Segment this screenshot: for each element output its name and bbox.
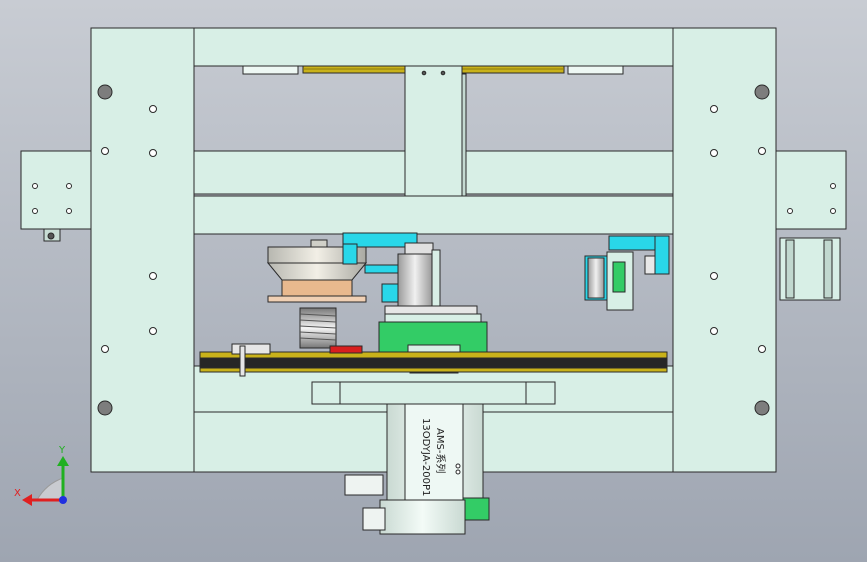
right-mount-bracket[interactable] <box>775 150 847 301</box>
left-mount-bracket[interactable] <box>20 150 92 242</box>
cylinder-brand-label: AMS-系列 <box>434 428 447 473</box>
spring-stack <box>299 307 337 349</box>
center-vertical-post[interactable] <box>404 65 467 197</box>
cylinder-model-label: 13ODYJA-200P1 <box>420 418 431 496</box>
winding-wheel[interactable] <box>266 239 368 349</box>
triad-x-label: X <box>14 488 21 499</box>
z-axis-dot <box>59 496 67 504</box>
cylinder-labels: 13ODYJA-200P1 AMS-系列 <box>420 418 447 496</box>
conveyor-table[interactable] <box>199 343 668 377</box>
middle-cross-beam[interactable] <box>193 195 674 235</box>
top-beam[interactable] <box>193 27 674 67</box>
triad-y-label: Y <box>58 445 66 456</box>
left-side-plate[interactable] <box>90 27 195 473</box>
cyan-pivot-arm-left[interactable] <box>342 232 434 303</box>
cyan-gripper-right[interactable] <box>584 235 670 311</box>
air-cylinder[interactable] <box>344 403 490 535</box>
right-side-plate[interactable] <box>672 27 777 473</box>
y-arrowhead-icon <box>57 456 69 466</box>
coordinate-triad: X Y <box>14 445 69 506</box>
machine-assembly <box>20 27 847 535</box>
x-arrowhead-icon <box>22 494 32 506</box>
top-guide-rail[interactable] <box>242 65 624 75</box>
